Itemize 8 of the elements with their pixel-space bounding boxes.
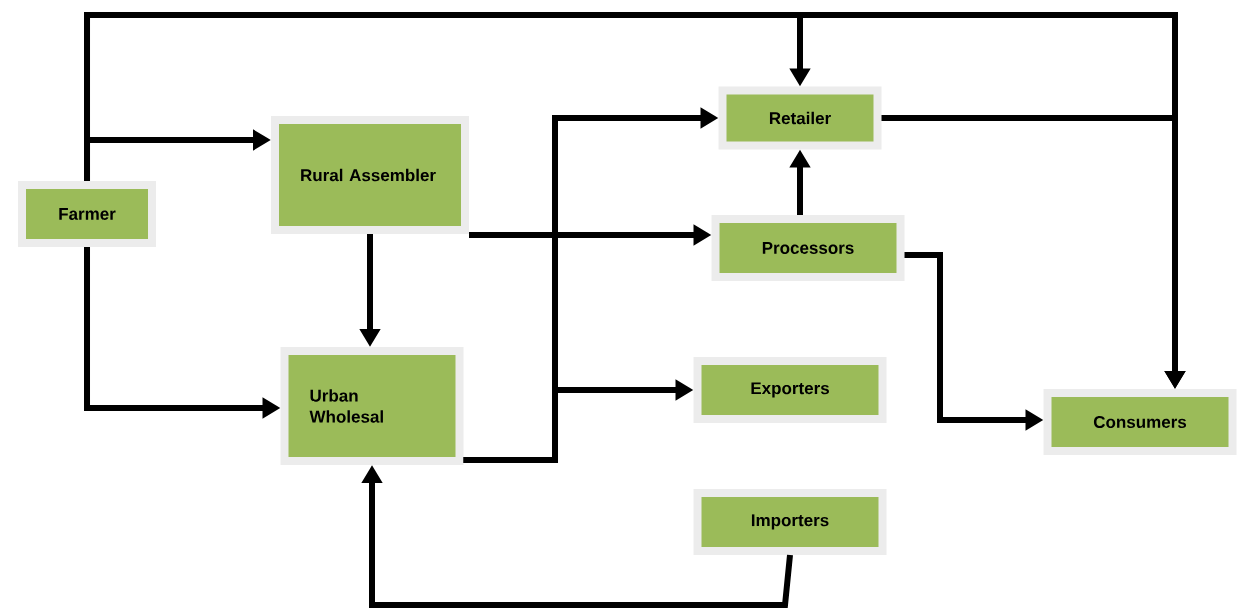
process-box: Consumers	[1043, 389, 1237, 455]
process-box: Processors	[711, 215, 905, 281]
process-box: Exporters	[693, 357, 887, 423]
process-box: Retailer	[718, 86, 882, 150]
process-box: Urban Wholesal	[280, 347, 464, 465]
process-box: Farmer	[18, 181, 156, 247]
process-box: Rural Assembler	[271, 116, 469, 234]
process-box: Importers	[693, 489, 887, 555]
